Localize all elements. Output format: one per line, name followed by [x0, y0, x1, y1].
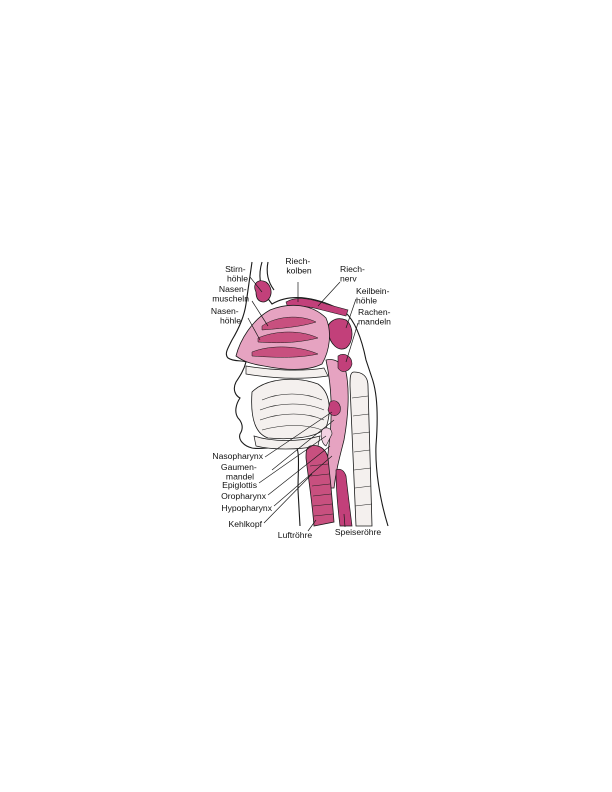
label-hypopharynx: Hypopharynx [221, 503, 272, 513]
nasal-concha-upper [261, 316, 317, 331]
leader-lines [247, 276, 359, 532]
esophagus [335, 468, 353, 527]
cervical-spine [349, 371, 373, 527]
labels: Stirn- höhle Nasen- muscheln Nasen- höhl… [211, 256, 393, 540]
nasal-concha-lower [251, 346, 319, 358]
label-riechkolben: Riech- kolben [285, 256, 312, 276]
tongue-hatching [259, 393, 325, 431]
frontal-sinus [254, 280, 272, 303]
neck-back-outline [371, 377, 389, 527]
skull-inner-outline [266, 261, 275, 291]
label-nasopharynx: Nasopharynx [212, 451, 263, 461]
hard-palate [245, 365, 329, 379]
label-nasenhoehle: Nasen- höhle [211, 306, 241, 326]
label-gaumenmandel: Gaumen- mandel [221, 462, 259, 482]
label-oropharynx: Oropharynx [221, 491, 267, 501]
label-kehlkopf: Kehlkopf [229, 519, 263, 529]
label-rachenmandeln: Rachen- mandeln [358, 307, 393, 327]
epiglottis-shape [320, 427, 333, 447]
palatine-tonsil [327, 400, 341, 416]
label-speiseroehre: Speiseröhre [335, 527, 382, 537]
sphenoid-sinus [327, 318, 353, 350]
label-luftroehre: Luftröhre [278, 530, 313, 540]
nasal-concha-middle [257, 331, 319, 344]
label-keilbeinhoehle: Keilbein- höhle [356, 286, 392, 306]
head-section-illustration [225, 261, 389, 527]
pharyngeal-tonsil [337, 354, 353, 372]
label-epiglottis: Epiglottis [222, 480, 257, 490]
label-nasenmuscheln: Nasen- muscheln [212, 284, 249, 304]
face-profile [225, 261, 301, 527]
trachea-rings [309, 463, 334, 517]
label-stirnhoehle: Stirn- höhle [225, 264, 248, 284]
label-riechnerv: Riech- nerv [340, 264, 367, 284]
vertebra-lines [351, 395, 373, 507]
